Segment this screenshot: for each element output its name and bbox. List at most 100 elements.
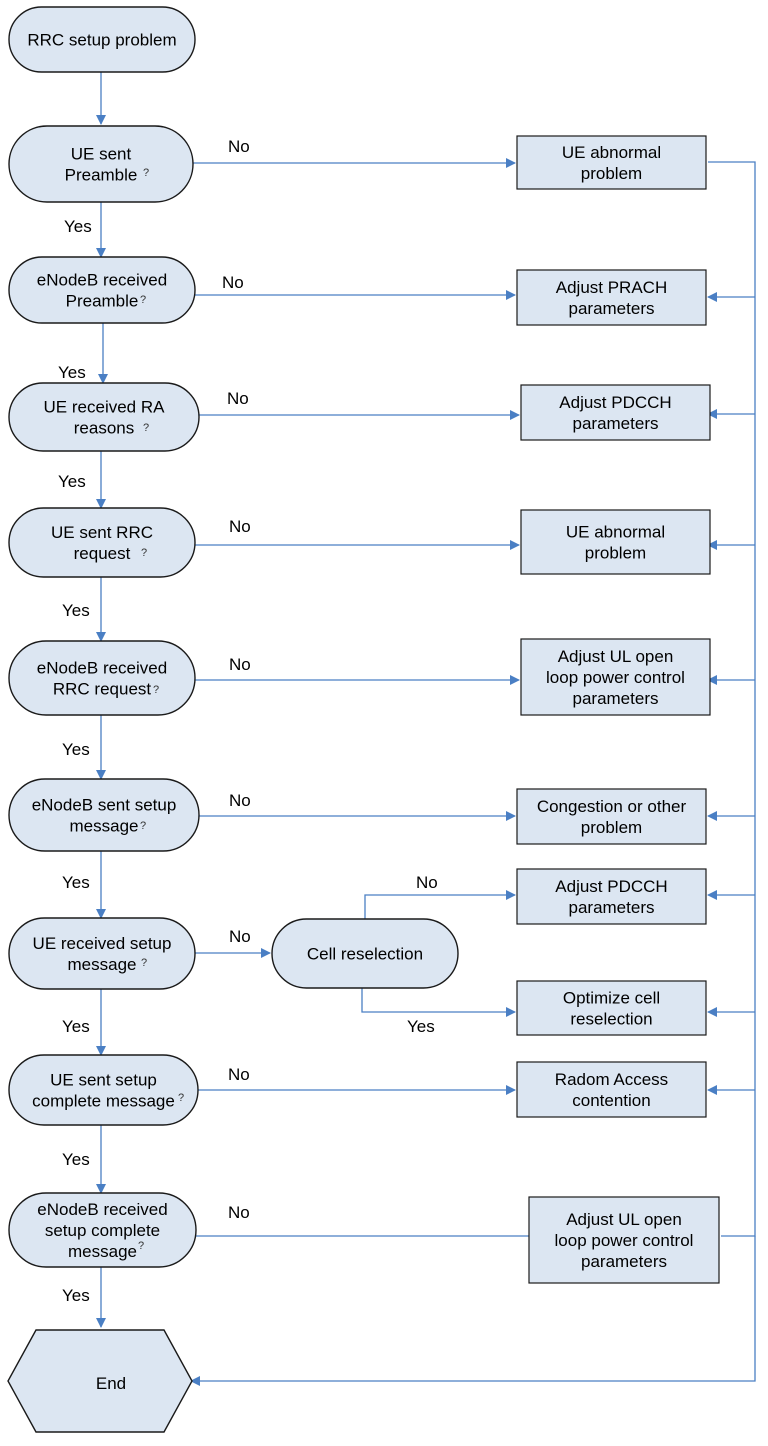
action-adjust-ul-power-2-text-1: Adjust UL open	[566, 1210, 682, 1229]
label-no-d6: No	[229, 791, 251, 810]
action-ue-abnormal-2	[520, 509, 711, 575]
decision-enodeb-sent-setup-text-1: eNodeB sent setup	[32, 796, 177, 815]
decision-enodeb-received-preamble-question-mark: ?	[140, 294, 146, 306]
action-ue-abnormal-1-text-2: problem	[581, 164, 642, 183]
decision-ue-sent-rrc-request-text-1: UE sent RRC	[51, 523, 153, 542]
decision-enodeb-received-setup-complete-text-3: message	[68, 1242, 137, 1261]
decision-cell-reselection	[271, 918, 459, 989]
action-adjust-prach	[516, 269, 707, 326]
action-adjust-pdcch-1-text-1: Adjust PDCCH	[559, 393, 671, 412]
action-optimize-cell-reselection-text-2: reselection	[570, 1010, 652, 1029]
label-yes-d8: Yes	[62, 1150, 90, 1169]
label-yes-d4: Yes	[62, 601, 90, 620]
start-node-text: RRC setup problem	[27, 31, 176, 50]
decision-ue-sent-setup-complete-text-2: complete message	[32, 1092, 175, 1111]
decision-enodeb-sent-setup-question-mark: ?	[140, 820, 146, 832]
decision-ue-received-ra-text-2: reasons	[74, 419, 134, 438]
start-node	[8, 6, 196, 73]
decision-enodeb-received-preamble	[8, 256, 196, 324]
action-congestion-text-1: Congestion or other	[537, 797, 687, 816]
return-to-end	[190, 1236, 756, 1386]
action-adjust-pdcch-2-text-2: parameters	[569, 898, 655, 917]
label-no-d9: No	[228, 1203, 250, 1222]
decision-ue-sent-rrc-request	[8, 507, 196, 578]
return-bus	[708, 161, 756, 1237]
connector-cell-a7	[364, 890, 516, 919]
label-no-d5: No	[229, 655, 251, 674]
decision-enodeb-received-setup-complete-text-2: setup complete	[45, 1221, 160, 1240]
action-optimize-cell-reselection-text-1: Optimize cell	[563, 989, 660, 1008]
decision-enodeb-received-setup-complete-question-mark: ?	[138, 1240, 144, 1252]
decision-ue-sent-setup-complete-question-mark: ?	[178, 1092, 184, 1104]
action-random-access-contention-text-1: Radom Access	[555, 1070, 668, 1089]
decision-ue-received-setup-text-1: UE received setup	[33, 934, 172, 953]
action-adjust-ul-power-2-text-3: parameters	[581, 1252, 667, 1271]
label-yes-d6: Yes	[62, 873, 90, 892]
decision-enodeb-sent-setup-text-2: message	[70, 817, 139, 836]
decision-enodeb-received-setup-complete	[8, 1192, 197, 1268]
action-ue-abnormal-1-text-1: UE abnormal	[562, 143, 661, 162]
decision-ue-received-setup	[8, 917, 196, 990]
label-yes-d9: Yes	[62, 1286, 90, 1305]
action-ue-abnormal-2-text-2: problem	[585, 544, 646, 563]
label-yes-d7: Yes	[62, 1017, 90, 1036]
decision-ue-received-ra	[8, 382, 200, 452]
decision-enodeb-received-preamble-text-1: eNodeB received	[37, 271, 167, 290]
decision-ue-received-ra-text-1: UE received RA	[44, 398, 166, 417]
decision-ue-sent-rrc-request-text-2: request	[74, 544, 131, 563]
action-adjust-prach-text-2: parameters	[569, 299, 655, 318]
decision-ue-sent-preamble-text-1: UE sent	[71, 145, 132, 164]
action-adjust-pdcch-1-text-2: parameters	[573, 414, 659, 433]
label-yes-cell: Yes	[407, 1017, 435, 1036]
decision-ue-sent-preamble-text-2: Preamble	[65, 166, 138, 185]
label-yes-d2: Yes	[58, 363, 86, 382]
decision-enodeb-received-preamble-text-2: Preamble	[66, 292, 139, 311]
action-adjust-pdcch-1	[520, 384, 711, 441]
action-ue-abnormal-1	[516, 135, 707, 190]
decision-ue-sent-preamble	[8, 125, 194, 203]
label-no-d2: No	[222, 273, 244, 292]
label-yes-d3: Yes	[58, 472, 86, 491]
decision-enodeb-received-setup-complete-text-1: eNodeB received	[37, 1200, 167, 1219]
action-adjust-ul-power-1-text-3: parameters	[573, 689, 659, 708]
action-congestion	[516, 788, 707, 845]
label-no-d1: No	[228, 137, 250, 156]
action-adjust-ul-power-2-text-2: loop power control	[555, 1231, 694, 1250]
decision-enodeb-received-rrc-request-question-mark: ?	[153, 684, 159, 696]
decision-enodeb-received-rrc-request-text-2: RRC request	[53, 680, 152, 699]
label-yes-d5: Yes	[62, 740, 90, 759]
label-no-d8: No	[228, 1065, 250, 1084]
label-no-d4: No	[229, 517, 251, 536]
label-yes-d1: Yes	[64, 217, 92, 236]
decision-enodeb-received-rrc-request-text-1: eNodeB received	[37, 659, 167, 678]
label-no-d7: No	[229, 927, 251, 946]
action-adjust-ul-power-1-text-1: Adjust UL open	[558, 647, 674, 666]
action-adjust-ul-power-1-text-2: loop power control	[546, 668, 685, 687]
action-adjust-ul-power-1	[520, 638, 711, 716]
decision-ue-received-ra-question-mark: ?	[143, 422, 149, 434]
label-no-d3: No	[227, 389, 249, 408]
decision-ue-sent-setup-complete	[8, 1054, 199, 1126]
decision-enodeb-received-rrc-request	[8, 640, 196, 716]
action-adjust-pdcch-2-text-1: Adjust PDCCH	[555, 877, 667, 896]
decision-ue-sent-preamble-question-mark: ?	[143, 167, 149, 179]
action-adjust-pdcch-2	[516, 868, 707, 925]
action-optimize-cell-reselection	[516, 980, 707, 1036]
decision-ue-received-setup-question-mark: ?	[141, 957, 147, 969]
connector-cell-a8	[361, 988, 516, 1017]
action-random-access-contention	[516, 1061, 707, 1118]
label-no-cell: No	[416, 873, 438, 892]
end-node-text: End	[96, 1374, 126, 1393]
decision-enodeb-sent-setup	[8, 778, 200, 852]
decision-ue-sent-setup-complete-text-1: UE sent setup	[50, 1071, 157, 1090]
action-ue-abnormal-2-text-1: UE abnormal	[566, 523, 665, 542]
action-congestion-text-2: problem	[581, 818, 642, 837]
decision-ue-received-setup-text-2: message	[68, 955, 137, 974]
decision-cell-reselection-text: Cell reselection	[307, 945, 423, 964]
action-adjust-ul-power-2	[528, 1196, 720, 1284]
decision-ue-sent-rrc-request-question-mark: ?	[141, 547, 147, 559]
action-adjust-prach-text-1: Adjust PRACH	[556, 278, 667, 297]
action-random-access-contention-text-2: contention	[572, 1091, 650, 1110]
end-node	[7, 1329, 193, 1433]
